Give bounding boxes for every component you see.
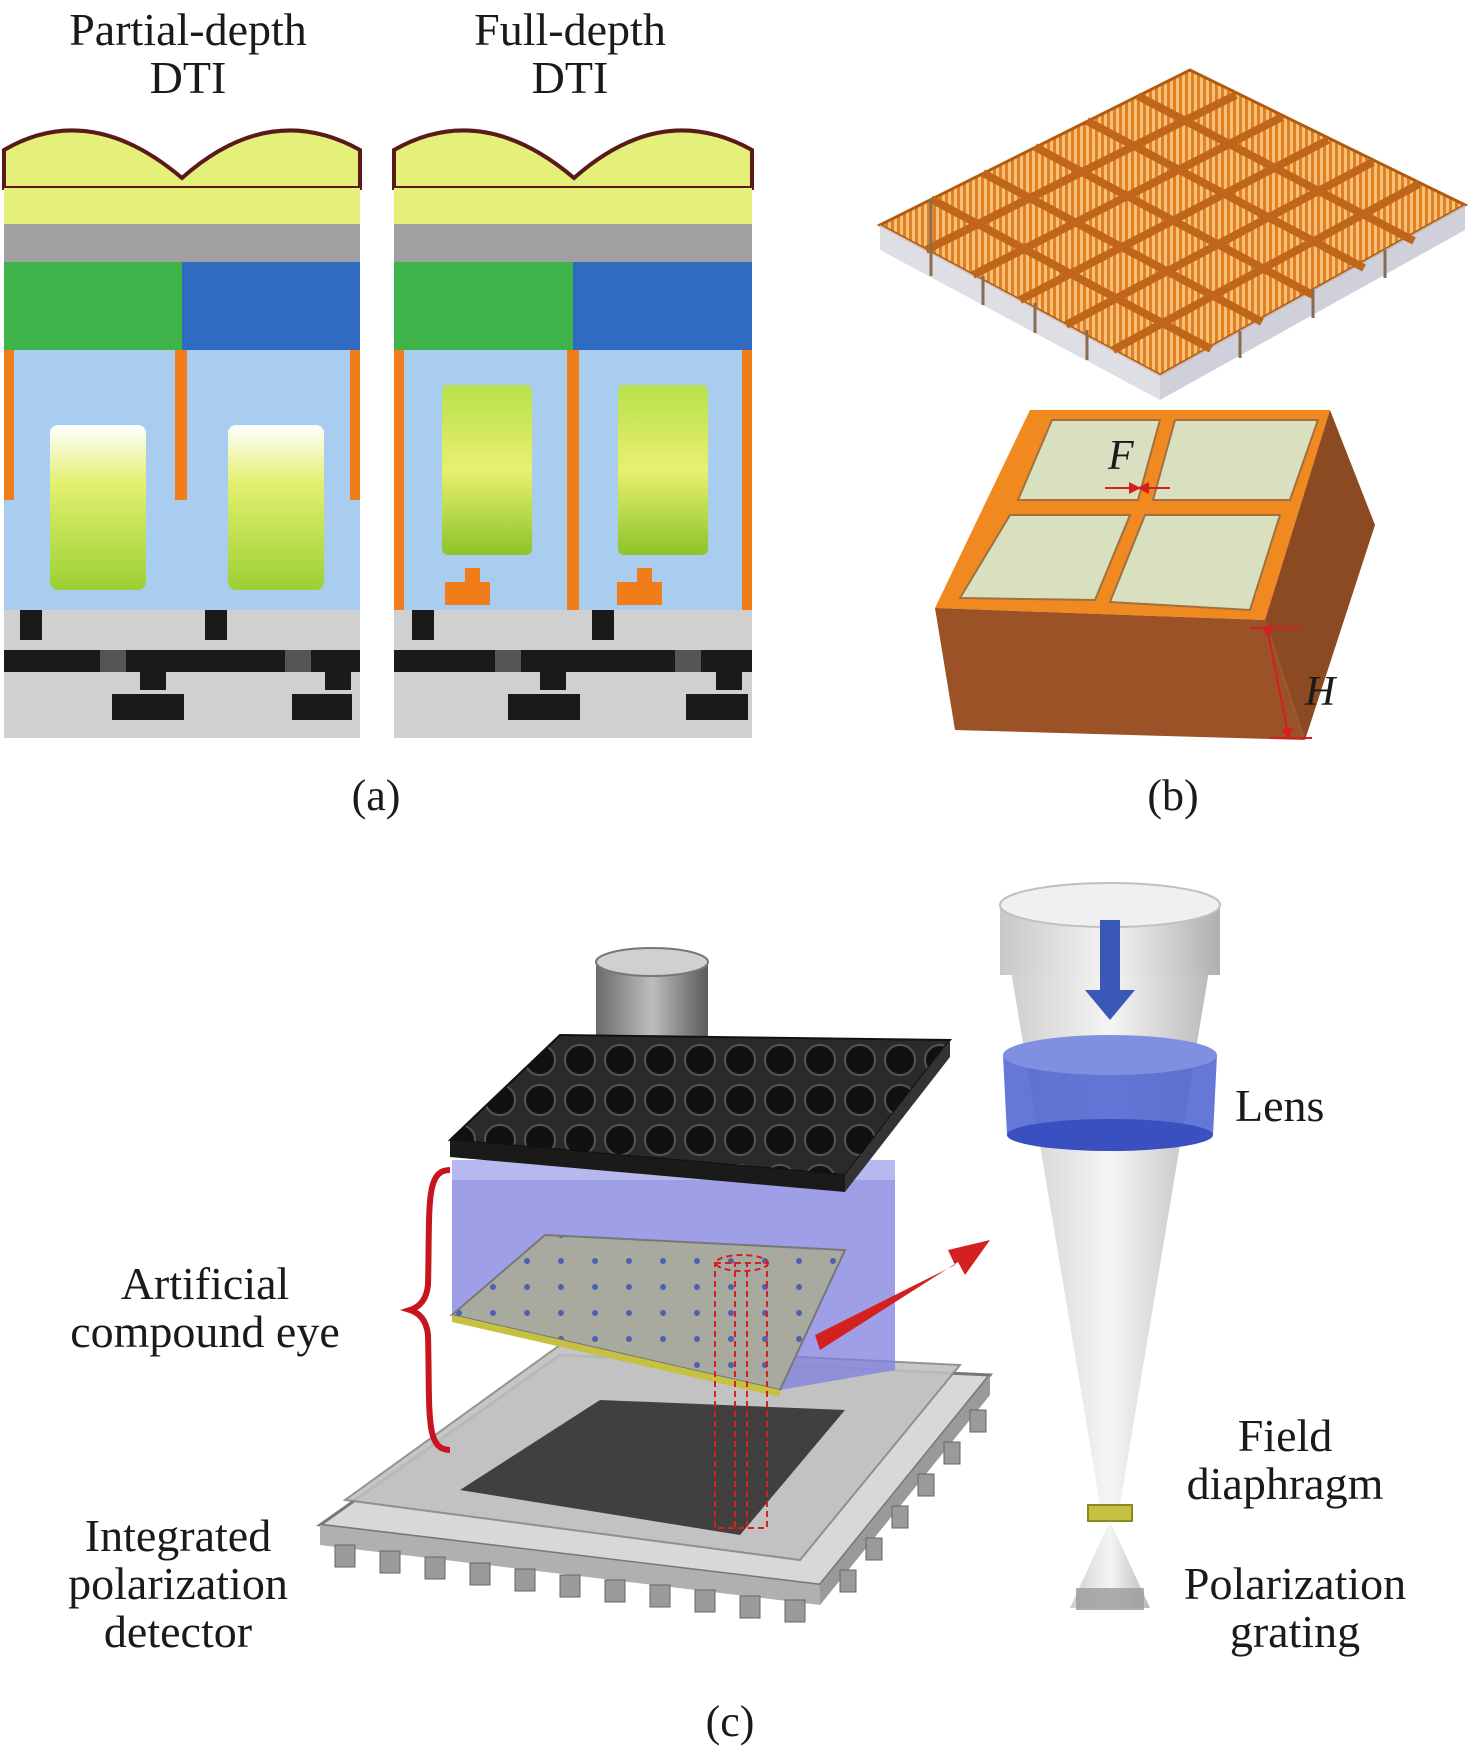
detector-package xyxy=(315,1343,994,1623)
light-arrow xyxy=(1085,920,1135,1020)
lens-label: Lens xyxy=(1235,1080,1325,1131)
full-depth-title-line1: Full-depth xyxy=(474,4,666,55)
grid-lines xyxy=(924,91,1421,354)
dimension-h-label: H xyxy=(1305,669,1336,715)
photodiode xyxy=(50,425,146,590)
compound-eye-label-line1: Artificial xyxy=(120,1258,290,1309)
grid-array xyxy=(876,68,1469,400)
partial-depth-title-line1: Partial-depth xyxy=(69,4,307,55)
pixel-full-depth xyxy=(392,128,754,738)
optical-channel xyxy=(999,882,1221,1610)
partial-depth-title-line2: DTI xyxy=(149,52,227,103)
photodiode xyxy=(228,425,324,590)
detector-label-line3: detector xyxy=(103,1606,253,1657)
field-diaphragm-label-line2: diaphragm xyxy=(1186,1458,1384,1509)
polarization-grating-label: Polarization grating xyxy=(1150,1560,1440,1656)
trench-right xyxy=(742,350,752,610)
polarization-grating xyxy=(1076,1588,1144,1610)
unit-cell xyxy=(935,410,1375,740)
package-pins xyxy=(334,1409,987,1623)
grid-side-left xyxy=(880,225,1160,400)
magnify-arrow xyxy=(815,1240,990,1350)
cell-window xyxy=(1108,514,1282,612)
trench-right xyxy=(350,350,360,500)
compound-eye-brace xyxy=(399,1167,451,1453)
transfer-gate xyxy=(617,568,662,605)
compound-eye-label-line2: compound eye xyxy=(70,1306,340,1357)
grid-posts xyxy=(929,199,1387,360)
trench-mid xyxy=(175,350,187,500)
blue-filter xyxy=(182,262,360,350)
detector-label-line2: polarization xyxy=(68,1558,288,1609)
planarization-layer xyxy=(4,224,360,262)
compound-eye-label: Artificial compound eye xyxy=(40,1260,370,1356)
photodiode xyxy=(618,385,708,555)
sensor-die xyxy=(460,1400,845,1535)
trench-mid xyxy=(567,350,579,610)
cell-window xyxy=(1151,419,1320,501)
caption-b: (b) xyxy=(1147,771,1199,820)
trench-left xyxy=(394,350,404,610)
polarization-grating-label-line2: grating xyxy=(1229,1606,1361,1657)
pixel-partial-depth xyxy=(1,128,362,738)
detector-label-line1: Integrated xyxy=(84,1510,272,1561)
polarization-grating-label-line1: Polarization xyxy=(1183,1558,1407,1609)
green-filter xyxy=(4,262,182,350)
microlens-pair xyxy=(1,128,362,190)
cell-window xyxy=(958,514,1132,602)
field-diaphragm-label-line1: Field xyxy=(1237,1410,1333,1461)
partial-depth-title: Partial-depth DTI xyxy=(38,6,338,102)
field-diaphragm xyxy=(1087,1504,1133,1522)
channel-lens xyxy=(1003,1055,1217,1135)
photodiode xyxy=(442,385,532,555)
dimension-f-label: F xyxy=(1108,433,1134,479)
field-diaphragm-label: Field diaphragm xyxy=(1145,1412,1425,1508)
microlens-pair xyxy=(392,128,754,190)
transfer-gate xyxy=(445,568,490,605)
green-filter xyxy=(394,262,573,350)
detector-label: Integrated polarization detector xyxy=(28,1512,328,1656)
cell-window xyxy=(1016,419,1162,501)
trench-left xyxy=(4,350,14,500)
single-channel-highlight xyxy=(714,1254,769,1529)
compound-eye-stack xyxy=(447,1033,953,1529)
caption-c: (c) xyxy=(705,1697,755,1746)
dimension-marks xyxy=(1105,482,1312,740)
cell-side-front xyxy=(935,608,1305,740)
blue-filter xyxy=(573,262,752,350)
microlens-base xyxy=(4,188,360,224)
full-depth-title: Full-depth DTI xyxy=(420,6,720,102)
caption-a: (a) xyxy=(351,771,401,820)
full-depth-title-line2: DTI xyxy=(531,52,609,103)
